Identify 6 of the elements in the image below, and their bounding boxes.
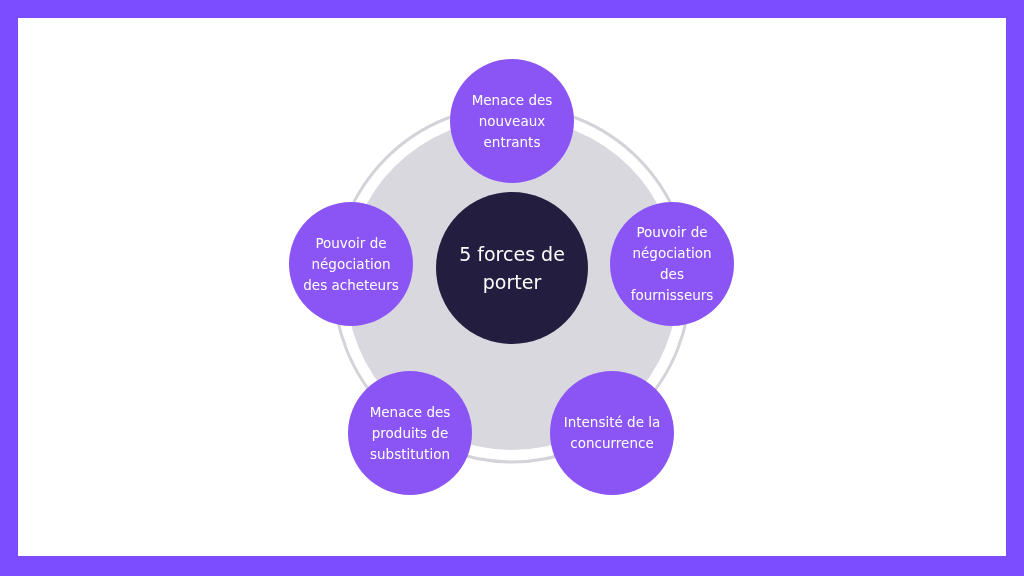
force-label: Intensité de la concurrence: [562, 413, 662, 453]
force-label: Pouvoir de négociation des fournisseurs: [629, 223, 715, 305]
force-label: 5 forces de porter: [458, 242, 566, 295]
force-label: Pouvoir de négociation des acheteurs: [302, 233, 400, 295]
force-label: Menace des produits de substitution: [368, 402, 452, 464]
force-label: Menace des nouveaux entrants: [470, 90, 554, 152]
